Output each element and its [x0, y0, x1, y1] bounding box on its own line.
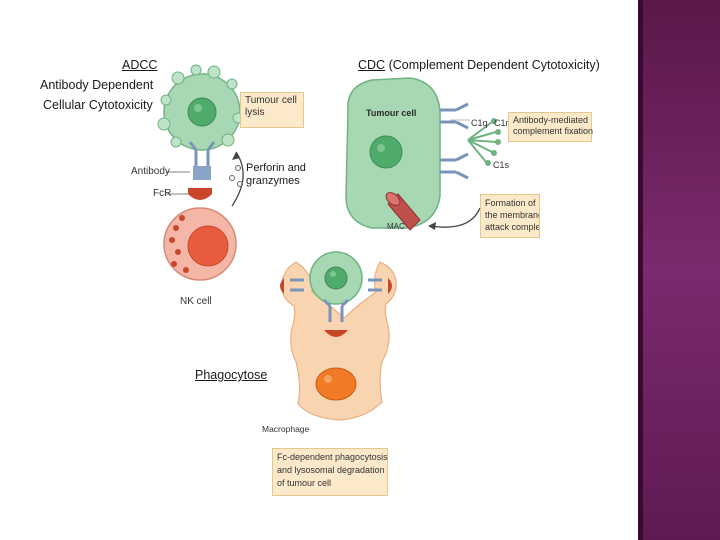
macrophage-label: Macrophage [262, 424, 310, 434]
cdc-heading-abbr: CDC [358, 58, 386, 72]
cdc-c1s-label: C1s [493, 160, 510, 170]
side-band [643, 0, 720, 540]
cdc-heading: CDC (Complement Dependent Cytotoxicity) [358, 58, 600, 72]
cdc-mac-box-line2: the membrane [485, 210, 540, 220]
phago-box-line3: of tumour cell [277, 478, 332, 488]
adcc-perforin-line2: granzymes [246, 175, 300, 187]
cdc-tumour-label: Tumour cell [366, 108, 417, 118]
adcc-lysis-box: Tumour cell lysis [240, 92, 304, 128]
adcc-lysis-line2: lysis [245, 107, 265, 118]
adcc-perforin-line1: Perforin and [246, 162, 306, 174]
adcc-perforin-label: Perforin and granzymes [246, 162, 306, 188]
adcc-lysis-line1: Tumour cell [245, 95, 297, 106]
adcc-perforin-arrow [166, 151, 244, 207]
adcc-antibody [188, 141, 216, 180]
cdc-antibodies [440, 102, 469, 180]
cdc-mac-box: Formation of the membrane attack complex [480, 194, 540, 238]
cdc-fixation-line1: Antibody-mediated [513, 115, 589, 125]
adcc-fcr-label: FcR [153, 188, 172, 199]
cdc-mac-box-line1: Formation of [485, 198, 536, 208]
cdc-heading-full: (Complement Dependent Cytotoxicity) [385, 58, 600, 72]
phago-box: Fc-dependent phagocytosis and lysosomal … [272, 448, 388, 496]
cdc-c1r-label: C1r [494, 118, 509, 128]
nk-cell-label: NK cell [180, 296, 212, 307]
adcc-tumour-cell [157, 64, 244, 151]
phago-tumour-cell [309, 251, 363, 305]
adcc-heading-line2: Cellular Cytotoxicity [43, 98, 153, 112]
cdc-fixation-box: Antibody-mediated complement fixation [508, 112, 594, 142]
adcc-nk-cell [163, 188, 237, 281]
cdc-c1q-label: C1q [471, 118, 488, 128]
phago-box-line2: and lysosomal degradation [277, 465, 385, 475]
cdc-fixation-line2: complement fixation [513, 126, 594, 136]
cdc-mac-label: MAC [387, 222, 405, 231]
cdc-mac-arrow [428, 119, 481, 230]
phagocytose-heading: Phagocytose [195, 368, 268, 382]
adcc-antibody-label: Antibody [131, 166, 170, 177]
phago-box-line1: Fc-dependent phagocytosis [277, 452, 388, 462]
adcc-heading-line1: Antibody Dependent [40, 78, 154, 92]
side-band-edge [638, 0, 643, 540]
phago-antibodies [280, 278, 392, 337]
adcc-heading-abbr: ADCC [122, 58, 158, 72]
cdc-mac-pore [385, 192, 421, 231]
macrophage [281, 261, 397, 421]
cdc-tumour-cell [345, 77, 441, 229]
cdc-complement-c1 [467, 118, 501, 166]
cdc-mac-box-line3: attack complex [485, 222, 540, 232]
